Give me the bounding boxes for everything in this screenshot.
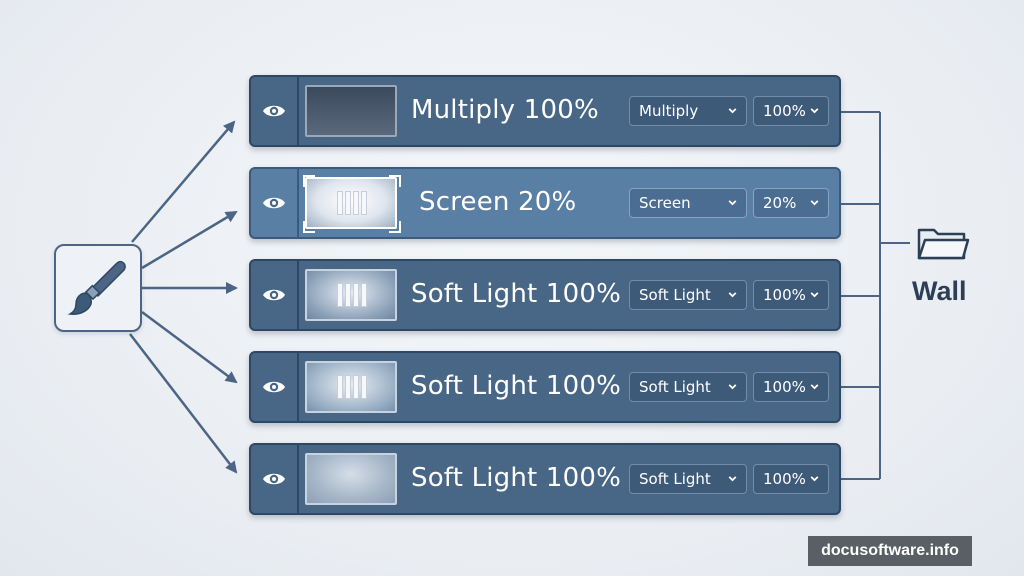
- layer-row[interactable]: Screen 20% Screen 20%: [249, 167, 841, 239]
- chevron-down-icon: [728, 200, 737, 206]
- opacity-value: 100%: [763, 286, 806, 304]
- eye-icon: [263, 197, 285, 209]
- layer-thumbnail[interactable]: [305, 85, 397, 137]
- chevron-down-icon: [810, 476, 819, 482]
- eye-icon: [263, 289, 285, 301]
- layer-row[interactable]: Soft Light 100% Soft Light 100%: [249, 351, 841, 423]
- paintbrush-icon: [67, 260, 126, 315]
- visibility-toggle[interactable]: [251, 445, 299, 513]
- eye-icon: [263, 105, 285, 117]
- opacity-dropdown[interactable]: 100%: [753, 280, 829, 310]
- arrow-to-layer-2: [141, 210, 238, 270]
- eye-icon: [263, 381, 285, 393]
- chevron-down-icon: [810, 108, 819, 114]
- layer-thumbnail[interactable]: [305, 361, 397, 413]
- chevron-down-icon: [810, 200, 819, 206]
- layer-name: Soft Light 100%: [411, 463, 622, 493]
- arrow-to-layer-1: [131, 120, 236, 243]
- visibility-toggle[interactable]: [251, 353, 299, 421]
- layer-name: Soft Light 100%: [411, 371, 622, 401]
- layer-thumbnail[interactable]: [305, 177, 397, 229]
- opacity-dropdown[interactable]: 100%: [753, 464, 829, 494]
- group-label: Wall: [912, 276, 967, 306]
- paintbrush-tool[interactable]: [54, 244, 142, 332]
- opacity-dropdown[interactable]: 100%: [753, 372, 829, 402]
- layer-thumbnail[interactable]: [305, 269, 397, 321]
- blend-mode-value: Soft Light: [639, 470, 711, 488]
- arrow-to-layer-4: [141, 310, 238, 384]
- chevron-down-icon: [728, 384, 737, 390]
- visibility-toggle[interactable]: [251, 169, 299, 237]
- opacity-dropdown[interactable]: 100%: [753, 96, 829, 126]
- blend-mode-value: Multiply: [639, 102, 699, 120]
- layer-name: Multiply 100%: [411, 95, 599, 125]
- layer-name: Screen 20%: [419, 187, 577, 217]
- blend-mode-dropdown[interactable]: Soft Light: [629, 372, 747, 402]
- blend-mode-dropdown[interactable]: Soft Light: [629, 464, 747, 494]
- chevron-down-icon: [728, 292, 737, 298]
- visibility-toggle[interactable]: [251, 77, 299, 145]
- opacity-value: 100%: [763, 378, 806, 396]
- layer-row[interactable]: Multiply 100% Multiply 100%: [249, 75, 841, 147]
- chevron-down-icon: [810, 384, 819, 390]
- blend-mode-value: Soft Light: [639, 286, 711, 304]
- opacity-value: 100%: [763, 470, 806, 488]
- blend-mode-dropdown[interactable]: Soft Light: [629, 280, 747, 310]
- layer-row[interactable]: Soft Light 100% Soft Light 100%: [249, 259, 841, 331]
- chevron-down-icon: [728, 108, 737, 114]
- watermark: docusoftware.info: [808, 536, 972, 566]
- opacity-dropdown[interactable]: 20%: [753, 188, 829, 218]
- layer-name: Soft Light 100%: [411, 279, 622, 309]
- chevron-down-icon: [728, 476, 737, 482]
- blend-mode-dropdown[interactable]: Multiply: [629, 96, 747, 126]
- blend-mode-value: Screen: [639, 194, 691, 212]
- blend-mode-value: Soft Light: [639, 378, 711, 396]
- opacity-value: 100%: [763, 102, 806, 120]
- arrow-to-layer-5: [129, 333, 238, 474]
- folder-icon[interactable]: [916, 224, 970, 268]
- opacity-value: 20%: [763, 194, 797, 212]
- layer-row[interactable]: Soft Light 100% Soft Light 100%: [249, 443, 841, 515]
- blend-mode-dropdown[interactable]: Screen: [629, 188, 747, 218]
- layer-thumbnail[interactable]: [305, 453, 397, 505]
- visibility-toggle[interactable]: [251, 261, 299, 329]
- eye-icon: [263, 473, 285, 485]
- chevron-down-icon: [810, 292, 819, 298]
